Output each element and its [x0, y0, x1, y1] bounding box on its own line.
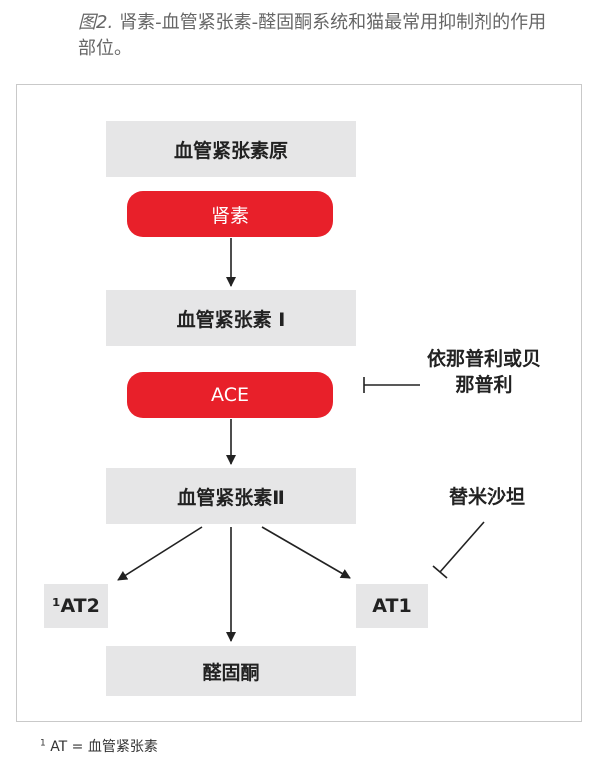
ace-pill: ACE	[127, 372, 333, 418]
ace-inhibitors-text: 依那普利或贝那普利	[426, 348, 541, 396]
angiotensinogen-box: 血管紧张素原	[106, 121, 356, 177]
at1-box: AT1	[356, 584, 428, 628]
ace-inhibitors-label: 依那普利或贝那普利	[424, 346, 544, 398]
ace-inhibitor-block-line	[363, 377, 420, 393]
renin-pill: 肾素	[127, 191, 333, 237]
aldosterone-box: 醛固酮	[106, 646, 356, 696]
arb-label: 替米沙坦	[448, 486, 525, 508]
figure-caption: 图2.肾素-血管紧张素-醛固酮系统和猫最常用抑制剂的作用部位。	[78, 10, 548, 62]
angiotensin-2-box: 血管紧张素Ⅱ	[106, 468, 356, 524]
footnote-text: AT = 血管紧张素	[50, 739, 158, 755]
figure-label: 图2.	[78, 12, 114, 33]
arrow-to-at1	[261, 526, 351, 579]
angiotensin-1-box: 血管紧张素 Ⅰ	[106, 290, 356, 346]
diagram-frame	[16, 84, 582, 722]
footnote: 1 AT = 血管紧张素	[40, 736, 158, 756]
at2-box: ¹AT2	[44, 584, 108, 628]
figure-caption-text: 肾素-血管紧张素-醛固酮系统和猫最常用抑制剂的作用部位。	[78, 12, 547, 59]
arrow-to-at2	[117, 526, 203, 581]
arb-block-line	[432, 521, 485, 579]
footnote-marker: 1	[40, 738, 46, 749]
